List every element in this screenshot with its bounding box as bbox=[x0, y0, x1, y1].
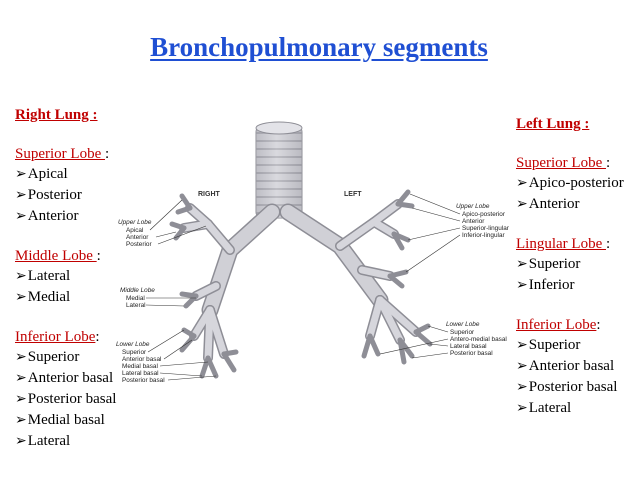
right-inferior-lobe-heading: Inferior Lobe: bbox=[15, 327, 116, 347]
left-lingular-lobe-heading: Lingular Lobe : bbox=[516, 234, 624, 254]
lobe-name: Superior Lobe bbox=[516, 155, 606, 171]
right-lung-list: Right Lung : Superior Lobe : Apical Post… bbox=[15, 105, 116, 452]
segment-item: Posterior bbox=[15, 185, 116, 206]
fig-label: Anterior basal bbox=[122, 356, 161, 363]
fig-label: Medial basal bbox=[122, 363, 158, 370]
fig-label: Posterior bbox=[126, 241, 152, 248]
fig-label: Lateral bbox=[126, 302, 146, 309]
segment-item: Anterior bbox=[516, 194, 624, 215]
lobe-name: Superior Lobe bbox=[15, 146, 105, 162]
fig-label: Apico-posterior bbox=[462, 211, 506, 218]
right-middle-lobe-heading: Middle Lobe : bbox=[15, 246, 116, 266]
lobe-colon: : bbox=[104, 146, 110, 162]
fig-label: Inferior-lingular bbox=[462, 232, 505, 239]
airway-branches bbox=[169, 189, 433, 379]
left-inferior-lobe-heading: Inferior Lobe: bbox=[516, 315, 624, 335]
segment-item: Superior bbox=[516, 335, 624, 356]
segment-item: Posterior basal bbox=[516, 377, 624, 398]
bronchial-tree-svg: RIGHT LEFT Upper Lobe Apical Anterior Po… bbox=[116, 121, 510, 384]
trachea bbox=[255, 121, 303, 219]
segment-item: Lateral bbox=[516, 398, 624, 419]
side-label-right: RIGHT bbox=[198, 191, 221, 198]
fig-label: Middle Lobe bbox=[120, 287, 155, 294]
right-leader-lines bbox=[145, 199, 217, 381]
lobe-name: Inferior Lobe bbox=[516, 317, 597, 333]
lobe-colon: : bbox=[605, 236, 611, 252]
left-leader-lines bbox=[379, 193, 461, 359]
left-lung-list: Left Lung : Superior Lobe : Apico-poster… bbox=[516, 114, 624, 419]
fig-label: Upper Lobe bbox=[456, 203, 490, 210]
fig-label: Anterior bbox=[126, 234, 149, 241]
segment-item: Posterior basal bbox=[15, 389, 117, 410]
segment-item: Superior bbox=[15, 347, 116, 368]
right-figure-labels: Upper Lobe Apical Anterior Posterior Mid… bbox=[116, 199, 217, 384]
fig-label: Upper Lobe bbox=[118, 219, 152, 226]
right-lung-heading: Right Lung : bbox=[15, 107, 98, 123]
fig-label: Antero-medial basal bbox=[450, 336, 507, 343]
lobe-colon: : bbox=[96, 248, 101, 264]
left-superior-lobe-heading: Superior Lobe : bbox=[516, 153, 624, 173]
fig-label: Lower Lobe bbox=[446, 321, 480, 328]
fig-label: Lower Lobe bbox=[116, 341, 150, 348]
segment-item: Medial basal bbox=[15, 410, 116, 431]
bronchial-tree-figure: RIGHT LEFT Upper Lobe Apical Anterior Po… bbox=[112, 100, 512, 480]
segment-item: Apical bbox=[15, 164, 116, 185]
right-superior-lobe-heading: Superior Lobe : bbox=[15, 144, 116, 164]
fig-label: Medial bbox=[126, 295, 145, 302]
segment-item: Superior bbox=[516, 254, 624, 275]
page-title: Bronchopulmonary segments bbox=[150, 32, 488, 62]
side-label-left: LEFT bbox=[344, 191, 362, 198]
lobe-name: Middle Lobe bbox=[15, 248, 97, 264]
lobe-colon: : bbox=[95, 329, 100, 345]
segment-item: Anterior basal bbox=[15, 368, 116, 389]
segment-item: Medial bbox=[15, 287, 116, 308]
fig-label: Posterior basal bbox=[450, 350, 493, 357]
lobe-colon: : bbox=[605, 155, 611, 171]
lobe-colon: : bbox=[596, 317, 601, 333]
segment-item: Anterior basal bbox=[516, 356, 624, 377]
fig-label: Anterior bbox=[462, 218, 485, 225]
lobe-name: Lingular Lobe bbox=[516, 236, 606, 252]
segment-item: Lateral bbox=[15, 266, 116, 287]
fig-label: Superior bbox=[450, 329, 475, 336]
fig-label: Superior bbox=[122, 349, 147, 356]
segment-item: Apico-posterior bbox=[516, 173, 624, 194]
fig-label: Lateral basal bbox=[122, 370, 159, 377]
lobe-name: Inferior Lobe bbox=[15, 329, 96, 345]
left-figure-labels: Upper Lobe Apico-posterior Anterior Supe… bbox=[379, 193, 510, 359]
segment-item: Lateral bbox=[15, 431, 116, 452]
fig-label: Lateral basal bbox=[450, 343, 487, 350]
fig-label: Superior-lingular bbox=[462, 225, 510, 232]
left-lung-heading: Left Lung : bbox=[516, 116, 590, 132]
segment-item: Anterior bbox=[15, 206, 116, 227]
fig-label: Apical bbox=[126, 227, 143, 234]
fig-label: Posterior basal bbox=[122, 377, 165, 384]
segment-item: Inferior bbox=[516, 275, 624, 296]
